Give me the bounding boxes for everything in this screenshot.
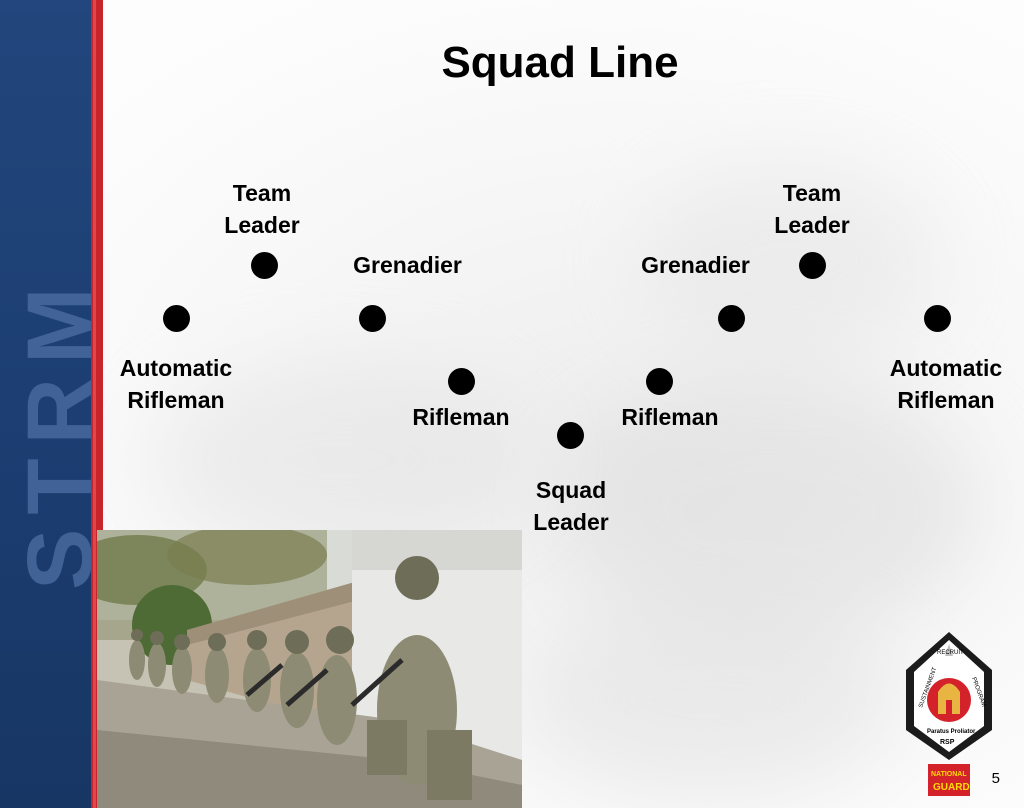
side-red-stripe-highlight (93, 0, 96, 808)
page-number: 5 (991, 770, 1000, 787)
team-leader-right-label: Team Leader (762, 177, 862, 241)
smoke-background (640, 160, 940, 360)
emblem-ring-top: RECRUIT (937, 650, 964, 656)
automatic-rifleman-left-label: Automatic Rifleman (108, 352, 244, 416)
emblem-abbrev: RSP (940, 739, 955, 746)
side-brand-band: STRM (0, 0, 111, 808)
label-text: Team Leader (224, 180, 300, 238)
slide-title: Squad Line (441, 38, 679, 87)
emblem-guard-line1: NATIONAL (931, 771, 967, 778)
soldiers-photo-illustration (97, 530, 522, 808)
grenadier-left-dot (359, 305, 386, 332)
grenadier-right-dot (718, 305, 745, 332)
rifleman-right-label: Rifleman (621, 404, 719, 430)
label-text: Team Leader (774, 180, 850, 238)
label-text: Automatic Rifleman (119, 355, 233, 413)
squad-leader-dot (557, 422, 584, 449)
automatic-rifleman-right-dot (924, 305, 951, 332)
emblem-motto: Paratus Proliator (927, 729, 976, 735)
squad-leader-label: Squad Leader (518, 474, 624, 538)
automatic-rifleman-left-dot (163, 305, 190, 332)
smoke-background (560, 380, 980, 640)
team-leader-left-label: Team Leader (212, 177, 312, 241)
emblem-guard-line2: GUARD (933, 782, 970, 793)
team-leader-left-dot (251, 252, 278, 279)
label-text: Automatic Rifleman (889, 355, 1003, 413)
grenadier-right-label: Grenadier (641, 252, 750, 278)
recruit-sustainment-program-emblem: SUSTAINMENT RECRUIT PROGRAM Paratus Prol… (906, 632, 992, 796)
smoke-background (520, 600, 900, 800)
soldiers-photo (97, 530, 522, 808)
grenadier-left-label: Grenadier (353, 252, 462, 278)
automatic-rifleman-right-label: Automatic Rifleman (877, 352, 1015, 416)
label-text: Squad Leader (533, 477, 609, 535)
rifleman-left-label: Rifleman (412, 404, 510, 430)
rifleman-left-dot (448, 368, 475, 395)
rifleman-right-dot (646, 368, 673, 395)
team-leader-right-dot (799, 252, 826, 279)
